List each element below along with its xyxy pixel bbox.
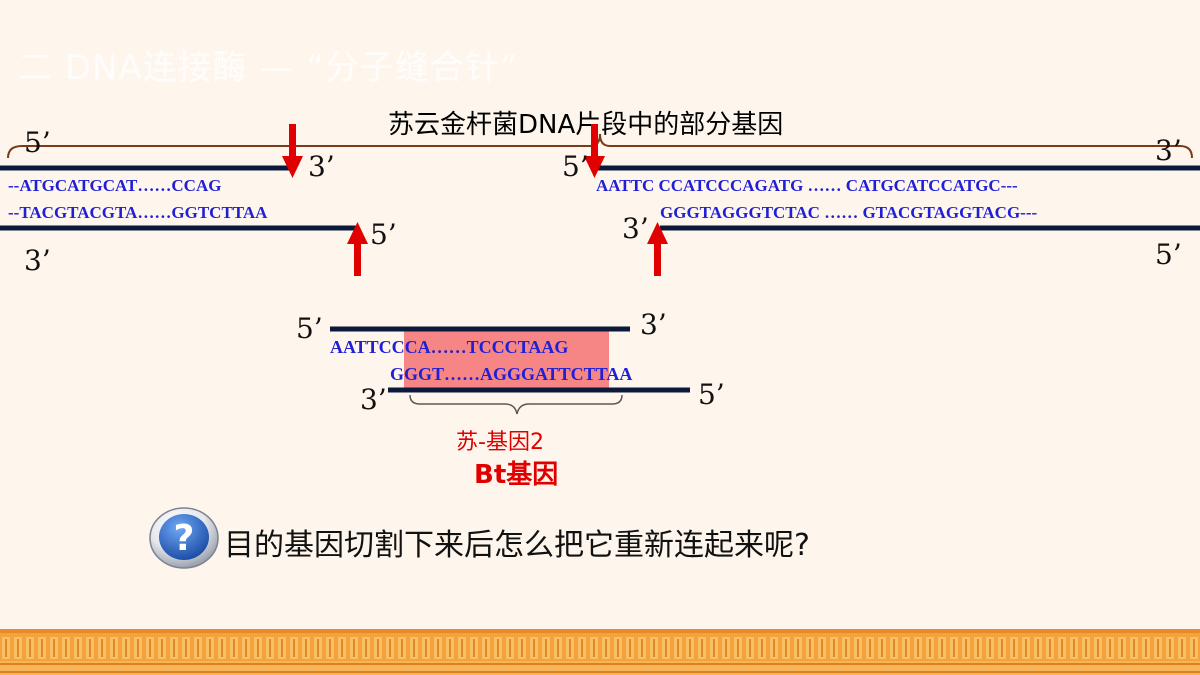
left-top-sequence: --ATGCATGCAT……CCAG <box>8 176 222 195</box>
gene-brace <box>409 394 623 415</box>
question-mark-icon: ? <box>149 507 219 569</box>
right-bottom-3-label: 3’ <box>622 212 649 245</box>
left-top-3-label: 3’ <box>308 150 335 183</box>
segment-brace <box>7 133 1193 159</box>
red-arrow-icon <box>347 222 368 276</box>
red-arrow-icon <box>647 222 668 276</box>
gene-label: 苏-基因2 <box>456 430 544 455</box>
bt-gene-label: Bt基因 <box>474 460 559 490</box>
insert-top-3-label: 3’ <box>640 308 667 341</box>
left-bottom-5-label: 5’ <box>370 218 397 251</box>
right-top-3-label: 3’ <box>1155 134 1182 167</box>
red-arrow-icon <box>282 124 303 178</box>
left-bottom-3-label: 3’ <box>24 244 51 277</box>
left-bottom-sequence: --TACGTACGTA……GGTCTTAA <box>8 203 268 222</box>
insert-bottom-sequence: GGGT……AGGGATTCTTAA <box>390 364 633 384</box>
left-top-5-label: 5’ <box>24 126 51 159</box>
decorative-bottom-band <box>0 629 1200 675</box>
question-text: 目的基因切割下来后怎么把它重新连起来呢? <box>224 528 810 563</box>
gene-segment-caption: 苏云金杆菌DNA片段中的部分基因 <box>388 110 784 140</box>
insert-top-sequence: AATTCCCA……TCCCTAAG <box>330 337 569 357</box>
gene-highlight <box>404 331 609 389</box>
right-top-sequence: AATTC CCATCCCAGATG …… CATGCATCCATGC--- <box>596 176 1018 195</box>
slide-title: 二 DNA连接酶 — “分子缝合针” <box>18 48 519 88</box>
right-top-5-label: 5’ <box>562 150 589 183</box>
red-arrow-icon <box>584 124 605 178</box>
insert-top-5-label: 5’ <box>296 312 323 345</box>
svg-text:?: ? <box>174 518 195 559</box>
insert-bottom-5-label: 5’ <box>698 378 725 411</box>
insert-bottom-3-label: 3’ <box>360 383 387 416</box>
right-bottom-5-label: 5’ <box>1155 238 1182 271</box>
right-bottom-sequence: GGGTAGGGTCTAC …… GTACGTAGGTACG--- <box>660 203 1038 222</box>
